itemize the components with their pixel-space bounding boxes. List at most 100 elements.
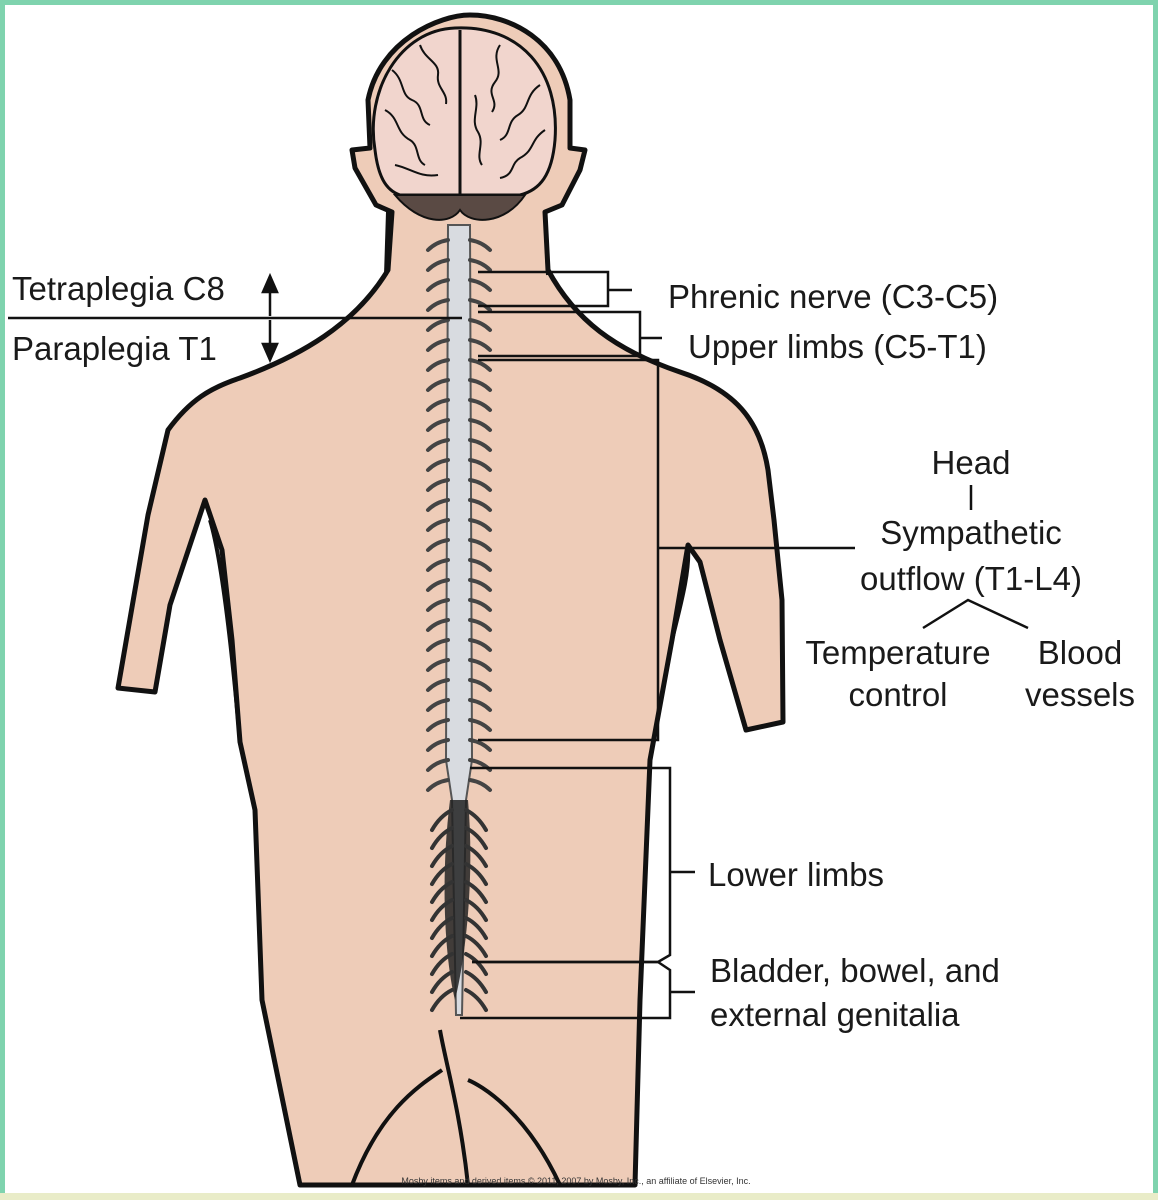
cauda-strand-right — [464, 826, 488, 850]
cauda-strand-right — [464, 898, 488, 922]
nerve-root-right — [468, 718, 492, 732]
buttock-cleft — [438, 1029, 470, 1186]
nerve-root-left — [426, 738, 450, 752]
nerve-root-left — [426, 618, 450, 632]
footer-band — [0, 1193, 1158, 1200]
arrow-down-icon — [261, 342, 279, 364]
nerve-root-right — [468, 638, 492, 652]
nerve-root-left — [426, 558, 450, 572]
nerve-root-left — [426, 498, 450, 512]
nerve-root-right — [468, 558, 492, 572]
level-arrows — [261, 272, 279, 364]
bladder-bracket — [460, 960, 695, 1020]
nerve-root-left — [426, 358, 450, 372]
cauda-strand-right — [464, 988, 488, 1012]
cauda-strand-right — [464, 880, 488, 904]
cauda-strand-right — [464, 808, 488, 832]
nerve-root-left — [426, 298, 450, 312]
tetraplegia-label: Tetraplegia C8 — [12, 270, 225, 307]
nerve-root-right — [468, 458, 492, 472]
nerve-root-right — [468, 538, 492, 552]
brain — [371, 26, 557, 221]
phrenic-nerve-label: Phrenic nerve (C3-C5) — [668, 278, 998, 315]
cauda-strand-left — [430, 808, 454, 832]
nerve-root-right — [468, 658, 492, 672]
nerve-root-right — [468, 358, 492, 372]
cauda-strand-left — [430, 844, 454, 868]
nerve-root-left — [426, 338, 450, 352]
nerve-root-right — [468, 678, 492, 692]
neck-left — [384, 211, 390, 276]
cauda-strand-left — [430, 826, 454, 850]
cauda-strand-right — [464, 862, 488, 886]
cauda-strand-right — [464, 970, 488, 994]
nerve-root-right — [468, 738, 492, 752]
nerve-root-left — [426, 518, 450, 532]
nerve-root-left — [426, 258, 450, 272]
cauda-strand-left — [430, 898, 454, 922]
nerve-root-right — [468, 258, 492, 272]
nerve-root-left — [426, 758, 450, 772]
cauda-strand-right — [464, 934, 488, 958]
nerve-root-right — [468, 338, 492, 352]
sympathetic-label-line1: Sympathetic — [880, 514, 1062, 551]
arrow-up-icon — [261, 272, 279, 294]
nerve-root-left — [426, 698, 450, 712]
nerve-root-left — [426, 598, 450, 612]
buttock-curve-right — [467, 1078, 562, 1186]
upper-limbs-label: Upper limbs (C5-T1) — [688, 328, 987, 365]
nerve-root-left — [426, 238, 450, 252]
sympathetic-label-line2: outflow (T1-L4) — [860, 560, 1082, 597]
nerve-root-left — [426, 718, 450, 732]
nerve-root-right — [468, 278, 492, 292]
nerve-root-right — [468, 518, 492, 532]
phrenic-bracket — [478, 270, 632, 308]
cauda-equina — [444, 800, 471, 1000]
lower-limbs-label: Lower limbs — [708, 856, 884, 893]
nerve-root-right — [468, 438, 492, 452]
nerve-root-left — [426, 578, 450, 592]
cauda-strand-left — [430, 916, 454, 940]
nerve-root-right — [468, 578, 492, 592]
nerve-root-left — [426, 378, 450, 392]
nerve-root-right — [468, 318, 492, 332]
blood-label-line1: Blood — [1038, 634, 1122, 671]
arm-crease-left — [208, 519, 242, 743]
nerve-root-right — [468, 598, 492, 612]
cauda-strand-left — [430, 970, 454, 994]
nerve-root-right — [468, 378, 492, 392]
nerve-root-right — [468, 398, 492, 412]
nerve-root-left — [426, 658, 450, 672]
cauda-strand-right — [464, 916, 488, 940]
buttock-curve-left — [350, 1068, 444, 1186]
temperature-label-line2: control — [848, 676, 947, 713]
nerve-root-left — [426, 458, 450, 472]
nerve-root-right — [468, 498, 492, 512]
cauda-strand-left — [430, 880, 454, 904]
temperature-label-line1: Temperature — [805, 634, 990, 671]
level-lines — [8, 270, 1029, 1020]
blood-label-line2: vessels — [1025, 676, 1135, 713]
upper-limbs-bracket — [478, 310, 662, 358]
nerve-root-right — [468, 778, 492, 792]
sympathetic-bracket — [478, 358, 660, 742]
brain-gyri — [384, 44, 546, 179]
nerve-root-left — [426, 678, 450, 692]
cauda-strand-left — [430, 934, 454, 958]
nerve-root-right — [468, 418, 492, 432]
paraplegia-label: Paraplegia T1 — [12, 330, 217, 367]
nerve-root-left — [426, 278, 450, 292]
nerve-root-left — [426, 318, 450, 332]
copyright-text: Mosby items and derived items © 2011, 20… — [401, 1176, 750, 1186]
cauda-strand-left — [430, 862, 454, 886]
nerve-root-left — [426, 538, 450, 552]
bladder-label-line2: external genitalia — [710, 996, 960, 1033]
cerebrum — [371, 26, 557, 197]
nerve-root-left — [426, 398, 450, 412]
cerebellum — [392, 194, 527, 221]
cauda-strand-right — [464, 844, 488, 868]
cauda-strand-left — [430, 952, 454, 976]
nerve-root-left — [426, 638, 450, 652]
nerve-root-right — [468, 618, 492, 632]
